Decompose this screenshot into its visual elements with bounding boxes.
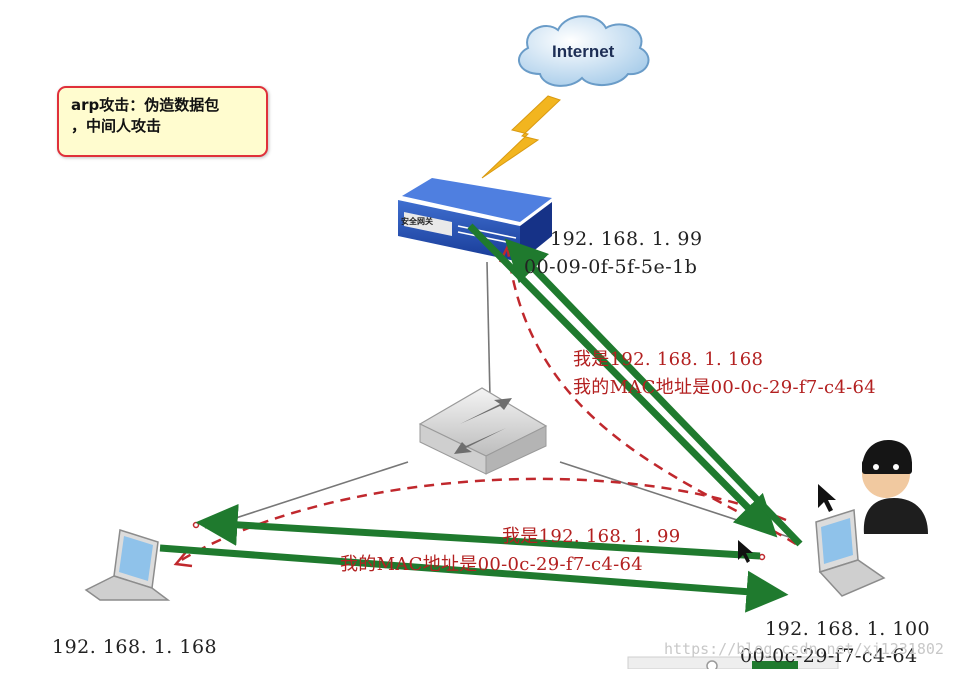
traffic-arrows (159, 223, 803, 613)
internet-cloud-icon (517, 15, 650, 87)
lightning-bolt-icon (481, 95, 561, 179)
note-line-2: ，中间人攻击 (71, 117, 162, 135)
spoof-router-line-1: 我是192. 168. 1. 168 (573, 349, 764, 370)
arrow-attacker-to-router (504, 238, 803, 547)
spoof-victim-line-2: 我的MAC地址是00-0c-29-f7-c4-64 (340, 554, 644, 575)
cursor-icon (738, 540, 753, 563)
cursor-icons (738, 484, 836, 563)
spoof-router-line-2: 我的MAC地址是00-0c-29-f7-c4-64 (573, 377, 877, 398)
internet-label: Internet (552, 42, 615, 61)
cable-switch-victim (204, 461, 409, 529)
endpoint-dot (758, 553, 766, 561)
attacker-laptop-icon (815, 509, 886, 597)
attacker-mac-label: 00-0c-29-f7-c4-64 (740, 645, 918, 667)
attacker-ip-label: 192. 168. 1. 100 (765, 618, 931, 640)
note-line-1: arp攻击：伪造数据包 (71, 96, 220, 114)
callout-note: arp攻击：伪造数据包 ，中间人攻击 (57, 86, 268, 157)
hacker-avatar-icon (862, 440, 928, 534)
cable-router-switch (486, 261, 491, 399)
spoof-arrowhead-victim (173, 551, 193, 568)
watermark-url: https://blog.csdn.net/xj1231802 (664, 640, 944, 658)
router-mac-label: 00-09-0f-5f-5e-1b (524, 256, 698, 278)
spoof-victim-line-1: 我是192. 168. 1. 99 (502, 526, 681, 547)
switch-icon (418, 387, 548, 475)
victim-laptop-icon (84, 529, 171, 601)
endpoint-dot (192, 521, 200, 529)
arrow-attacker-to-victim (195, 503, 761, 560)
router-faceplate-text: 安全网关 (401, 217, 433, 226)
router-ip-label: 192. 168. 1. 99 (550, 228, 703, 250)
cursor-icon (818, 484, 836, 512)
arrow-victim-to-attacker (159, 544, 789, 613)
victim-ip-label: 192. 168. 1. 168 (52, 636, 218, 658)
